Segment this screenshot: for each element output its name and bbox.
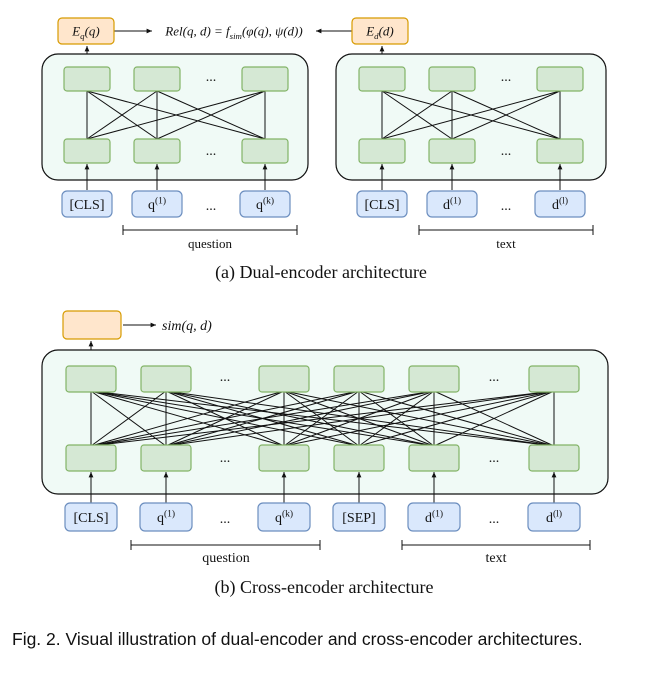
doc-token-0-label: [CLS]: [365, 198, 400, 213]
query-top-node: [241, 66, 289, 92]
doc-attn-line: [381, 90, 561, 140]
query-bottom-ellipsis: ...: [206, 144, 217, 159]
cross-bottom-node: [408, 444, 460, 472]
query-bottom-node: [63, 138, 111, 164]
doc-token-1-label: d(1): [443, 196, 461, 213]
cross-question-brace-label: question: [202, 551, 249, 566]
doc-token-1: [426, 190, 478, 218]
doc-bottom-ellipsis: ...: [501, 144, 512, 159]
cross-top-node: [333, 365, 385, 393]
cross-attn-line: [165, 390, 555, 447]
query-attn-line: [86, 90, 158, 140]
cross-attn-line: [358, 390, 435, 447]
cross-token-3-label: q(k): [275, 509, 293, 526]
cross-attn-line: [90, 390, 435, 447]
question-brace-label: question: [188, 236, 233, 251]
cross-token-7: [527, 502, 581, 532]
query-token-0-label: [CLS]: [70, 198, 105, 213]
cross-attn-line: [165, 390, 435, 447]
doc-attn-line: [381, 90, 453, 140]
cross-top-node: [65, 365, 117, 393]
cross-bottom-node: [258, 444, 310, 472]
query-embedding-label: Eq(q): [71, 24, 100, 41]
doc-bottom-node: [358, 138, 406, 164]
cross-token-3: [257, 502, 311, 532]
query-top-ellipsis: ...: [206, 70, 217, 85]
query-token-3: [239, 190, 291, 218]
cross-token-4-label: [SEP]: [342, 511, 375, 526]
query-token-ellipsis: ...: [206, 199, 217, 214]
cross-token-ellipsis: ...: [489, 512, 500, 527]
text-brace-label: text: [496, 236, 516, 251]
cross-attn-line: [358, 390, 555, 447]
query-bottom-node: [133, 138, 181, 164]
query-top-node: [133, 66, 181, 92]
doc-top-node: [428, 66, 476, 92]
cross-token-4: [332, 502, 386, 532]
relevance-formula: Rel(q, d) = fsim(φ(q), ψ(d)): [164, 24, 302, 41]
doc-top-node: [358, 66, 406, 92]
cross-attn-line: [433, 390, 555, 447]
doc-embedding-box: [351, 17, 409, 45]
cross-bottom-ellipsis-2: ...: [489, 451, 500, 466]
doc-attn-line: [451, 90, 561, 140]
figure-caption: Fig. 2. Visual illustration of dual-enco…: [12, 629, 583, 649]
doc-embedding-label: Ed(d): [365, 24, 394, 41]
cross-attn-line: [283, 390, 555, 447]
query-attn-line: [86, 90, 266, 140]
cross-bottom-node: [140, 444, 192, 472]
query-embedding-box: [57, 17, 115, 45]
cross-top-node: [140, 365, 192, 393]
doc-bottom-node: [428, 138, 476, 164]
doc-top-node: [536, 66, 584, 92]
cross-attn-line: [90, 390, 285, 447]
doc-top-ellipsis: ...: [501, 70, 512, 85]
cross-token-5: [407, 502, 461, 532]
cross-top-ellipsis-1: ...: [220, 370, 231, 385]
cross-top-node: [528, 365, 580, 393]
query-token-1-label: q(1): [148, 196, 166, 213]
cross-output-label: sim(q, d): [162, 319, 212, 334]
doc-token-ellipsis: ...: [501, 199, 512, 214]
cross-top-node: [258, 365, 310, 393]
cross-token-0-label: [CLS]: [74, 511, 109, 526]
cross-caption: (b) Cross-encoder architecture: [215, 577, 434, 598]
doc-bottom-node: [536, 138, 584, 164]
cross-top-ellipsis-2: ...: [489, 370, 500, 385]
cross-token-7-label: d(l): [546, 509, 562, 526]
doc-token-3-label: d(l): [552, 196, 568, 213]
cross-token-5-label: d(1): [425, 509, 443, 526]
cross-output-box: [62, 310, 122, 340]
doc-token-3: [534, 190, 586, 218]
query-top-node: [63, 66, 111, 92]
doc-token-0: [356, 190, 408, 218]
cross-attn-line: [90, 390, 360, 447]
query-token-0: [61, 190, 113, 218]
cross-bottom-node: [528, 444, 580, 472]
query-attn-line: [156, 90, 266, 140]
cross-token-1-label: q(1): [157, 509, 175, 526]
cross-bottom-node: [333, 444, 385, 472]
cross-bottom-ellipsis-1: ...: [220, 451, 231, 466]
cross-encoder-panel: [41, 349, 609, 495]
cross-text-brace-label: text: [486, 551, 507, 566]
dual-caption: (a) Dual-encoder architecture: [215, 262, 427, 283]
cross-token-ellipsis: ...: [220, 512, 231, 527]
cross-token-0: [64, 502, 118, 532]
cross-top-node: [408, 365, 460, 393]
cross-attn-line: [90, 390, 167, 447]
query-token-1: [131, 190, 183, 218]
query-bottom-node: [241, 138, 289, 164]
cross-attn-line: [90, 390, 555, 447]
cross-token-1: [139, 502, 193, 532]
query-token-3-label: q(k): [256, 196, 274, 213]
cross-bottom-node: [65, 444, 117, 472]
